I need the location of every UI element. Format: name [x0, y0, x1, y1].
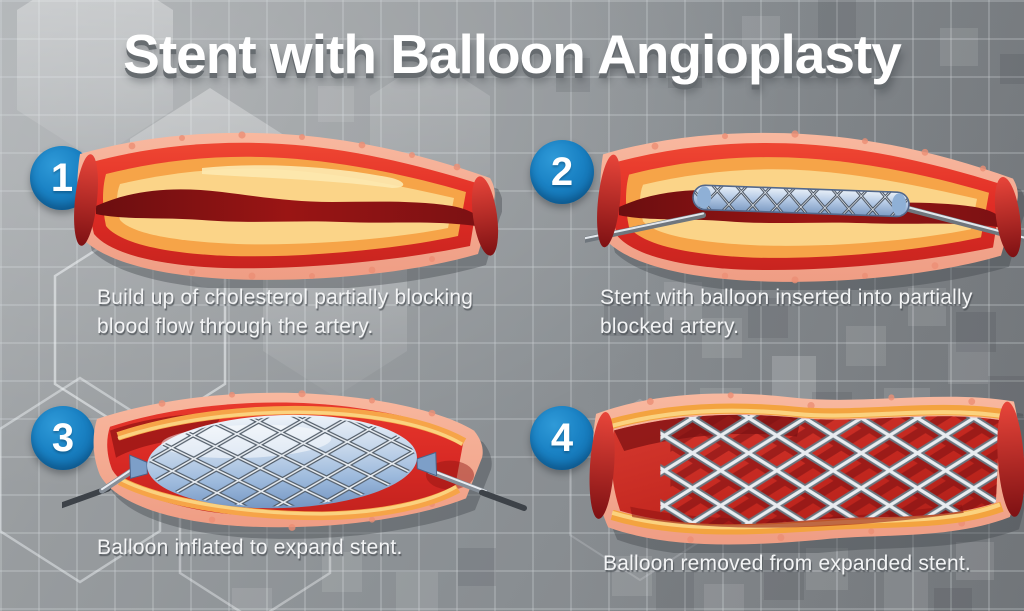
balloon-cone-left	[129, 454, 148, 479]
artery-cut-face-left	[589, 411, 615, 519]
balloon-collar-left	[697, 186, 712, 209]
lumen-shadow-left	[110, 413, 222, 458]
artery-illustration-step-2	[585, 130, 1024, 290]
step-2-caption: Stent with balloon inserted into partial…	[600, 286, 973, 338]
step-4-caption: Balloon removed from expanded stent.	[603, 552, 971, 575]
narrowed-blood-channel	[96, 189, 478, 226]
compressed-plaque	[116, 405, 467, 521]
artery-cut-face-right	[997, 401, 1024, 517]
artery-wall-dots	[158, 390, 436, 531]
deflated-balloon-with-stent	[692, 184, 910, 218]
artery-cut-face-left	[74, 154, 98, 246]
step-4-badge: 4	[530, 406, 594, 470]
artery-wall-dots	[128, 131, 461, 280]
artery-cut-face-right	[471, 176, 499, 256]
artery-illustration-step-1	[74, 131, 502, 288]
balloon-cone-right	[416, 451, 438, 477]
artery-cut-face-right	[994, 176, 1022, 258]
step-3-caption: Balloon inflated to expand stent.	[97, 536, 403, 559]
stent-mesh	[147, 412, 417, 511]
step-1-caption: Build up of cholesterol partially blocki…	[97, 286, 474, 338]
artery-illustration-step-4	[589, 392, 1024, 553]
artery-illustration-step-3	[62, 390, 527, 539]
balloon-collar-right	[891, 193, 906, 216]
expanded-stent-mesh	[660, 414, 1000, 525]
page-title: Stent with Balloon Angioplasty	[123, 23, 902, 85]
artery-wall-dots	[651, 130, 986, 284]
catheter-wire-right	[427, 468, 527, 511]
artery-cut-face-left	[597, 154, 621, 248]
step-3-badge: 3	[31, 406, 95, 470]
plaque-highlight	[202, 165, 404, 188]
catheter-wire-left	[585, 212, 706, 243]
step-2-badge: 2	[530, 140, 594, 204]
inflated-balloon-with-stent	[129, 412, 438, 511]
